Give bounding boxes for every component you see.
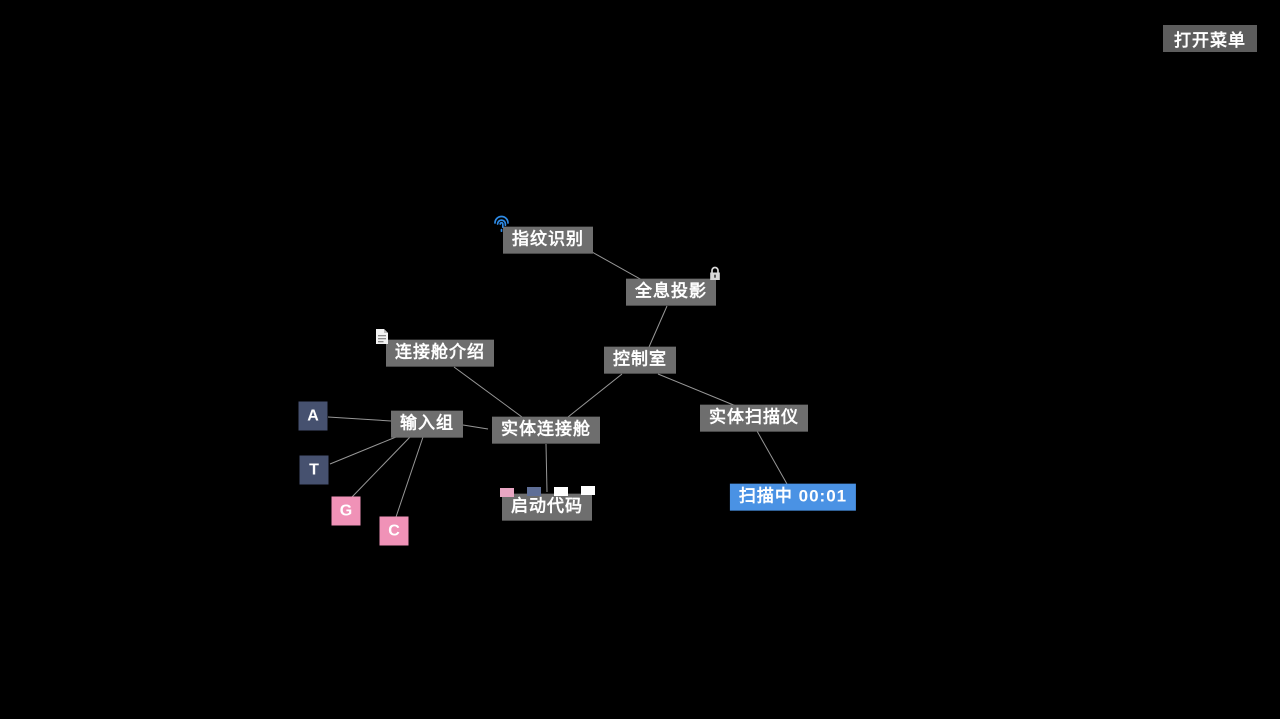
graph-edge — [395, 436, 424, 518]
node-letter-c[interactable]: C — [379, 516, 409, 546]
code-square-3 — [554, 487, 568, 496]
node-holographic-projection[interactable]: 全息投影 — [626, 278, 716, 306]
graph-edge — [462, 424, 489, 430]
node-scanning-timer[interactable]: 扫描中 00:01 — [729, 483, 857, 511]
graph-edge — [351, 436, 411, 498]
node-connection-cabin-intro[interactable]: 连接舱介绍 — [386, 339, 494, 367]
graph-edge — [453, 366, 523, 418]
node-entity-connection-cabin[interactable]: 实体连接舱 — [492, 416, 600, 444]
node-entity-scanner[interactable]: 实体扫描仪 — [700, 404, 808, 432]
graph-edge — [648, 305, 668, 348]
graph-edge — [327, 416, 392, 422]
graph-edge — [591, 251, 643, 281]
node-letter-t[interactable]: T — [299, 455, 329, 485]
code-square-2 — [527, 487, 541, 496]
node-fingerprint-recognition[interactable]: 指纹识别 — [503, 226, 593, 254]
node-startup-code[interactable]: 启动代码 — [502, 493, 592, 521]
open-menu-button[interactable]: 打开菜单 — [1163, 25, 1257, 52]
code-square-1 — [500, 488, 514, 497]
graph-edge — [545, 443, 548, 493]
document-icon — [375, 328, 389, 350]
graph-edge — [329, 436, 397, 465]
lock-icon — [707, 265, 723, 287]
graph-edge — [657, 373, 737, 407]
graph-edge — [567, 373, 623, 418]
node-letter-a[interactable]: A — [298, 401, 328, 431]
graph-edge — [756, 430, 788, 485]
code-square-4 — [581, 486, 595, 495]
fingerprint-icon — [491, 214, 512, 240]
node-letter-g[interactable]: G — [331, 496, 361, 526]
node-input-group[interactable]: 输入组 — [391, 410, 463, 438]
node-control-room[interactable]: 控制室 — [604, 346, 676, 374]
